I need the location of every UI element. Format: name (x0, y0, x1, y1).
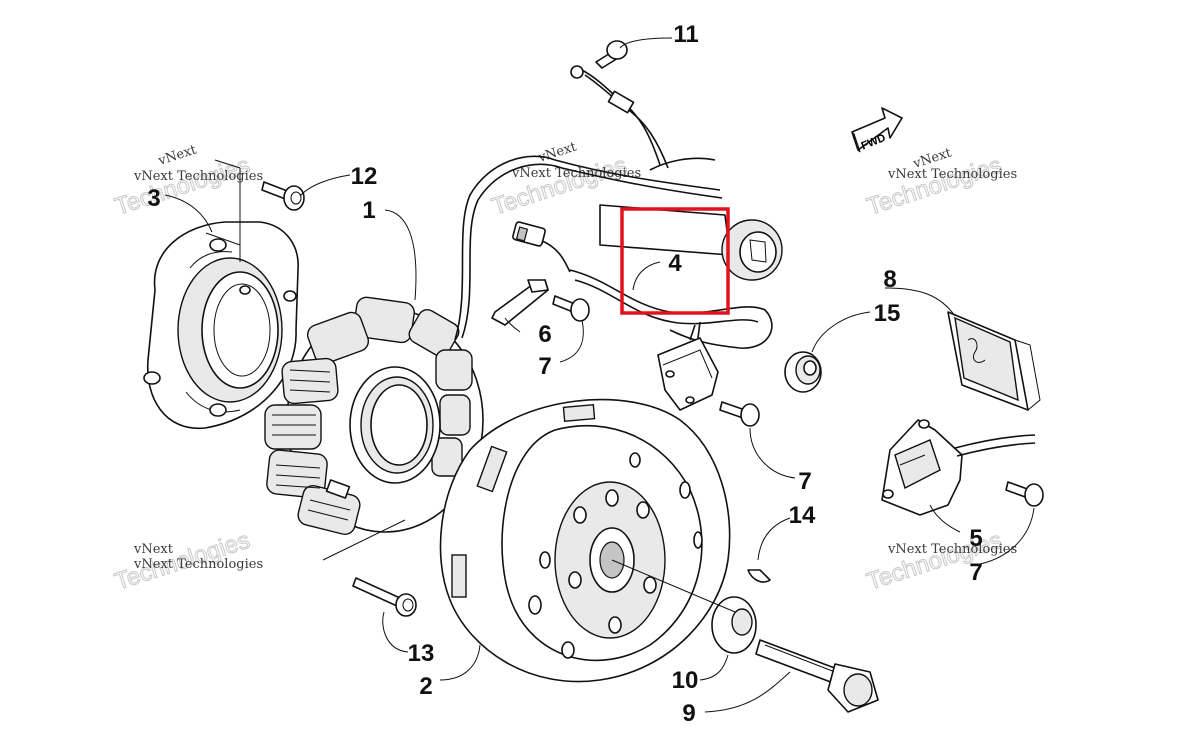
callout-9: 9 (682, 700, 695, 727)
grommet (784, 351, 822, 393)
stator-plate (143, 168, 299, 429)
svg-text:vNext Technologies: vNext Technologies (133, 557, 263, 572)
bolt-12 (261, 181, 305, 211)
svg-text:vNext Technologies: vNext Technologies (511, 166, 641, 181)
callout-4: 4 (668, 250, 682, 277)
callout-15: 15 (874, 300, 901, 327)
woodruff-key-14 (747, 569, 771, 583)
highlight-box (620, 207, 730, 315)
callout-5: 5 (969, 525, 982, 552)
watermark-bottom-right: Technologies vNext Technologies (863, 526, 1017, 596)
washer-10 (711, 596, 757, 654)
callout-7-upper: 7 (538, 353, 551, 380)
svg-text:vNext: vNext (536, 139, 579, 166)
bolt-7-right (1005, 481, 1044, 507)
bolt-9 (755, 639, 879, 713)
stator (264, 155, 563, 535)
callout-3: 3 (147, 185, 160, 212)
decal (947, 311, 1041, 411)
bolt-11 (595, 40, 628, 69)
bolt-7-upper (552, 295, 590, 322)
callout-8: 8 (883, 266, 896, 293)
callout-10: 10 (672, 667, 699, 694)
pickup-sensor (657, 321, 719, 411)
svg-text:vNext Technologies: vNext Technologies (887, 542, 1017, 557)
wiring-harness (512, 65, 783, 349)
clamp-bracket (491, 279, 549, 326)
callout-7-right: 7 (969, 559, 982, 586)
svg-text:vNext: vNext (156, 142, 199, 169)
svg-text:Technologies: Technologies (112, 152, 254, 221)
flywheel (439, 398, 731, 683)
callout-11: 11 (673, 21, 698, 48)
watermark-bottom-left: Technologies vNext vNext Technologies (111, 526, 263, 596)
callout-12: 12 (351, 163, 378, 190)
callout-2: 2 (419, 673, 432, 700)
bolt-7-middle (719, 401, 760, 427)
svg-text:vNext: vNext (133, 542, 174, 557)
bolt-13 (352, 577, 417, 617)
svg-text:vNext Technologies: vNext Technologies (133, 169, 263, 184)
leader-lines (164, 37, 1035, 713)
callout-1: 1 (362, 197, 375, 224)
regulator (881, 419, 1036, 516)
fwd-arrow-icon: FWD (851, 107, 903, 152)
callout-14: 14 (789, 502, 816, 529)
svg-text:vNext Technologies: vNext Technologies (887, 167, 1017, 182)
svg-text:Technologies: Technologies (864, 527, 1006, 596)
watermark-top-right: Technologies vNext vNext Technologies (863, 145, 1017, 221)
callout-13: 13 (408, 640, 435, 667)
callout-7-middle: 7 (798, 468, 811, 495)
callout-6: 6 (538, 321, 551, 348)
